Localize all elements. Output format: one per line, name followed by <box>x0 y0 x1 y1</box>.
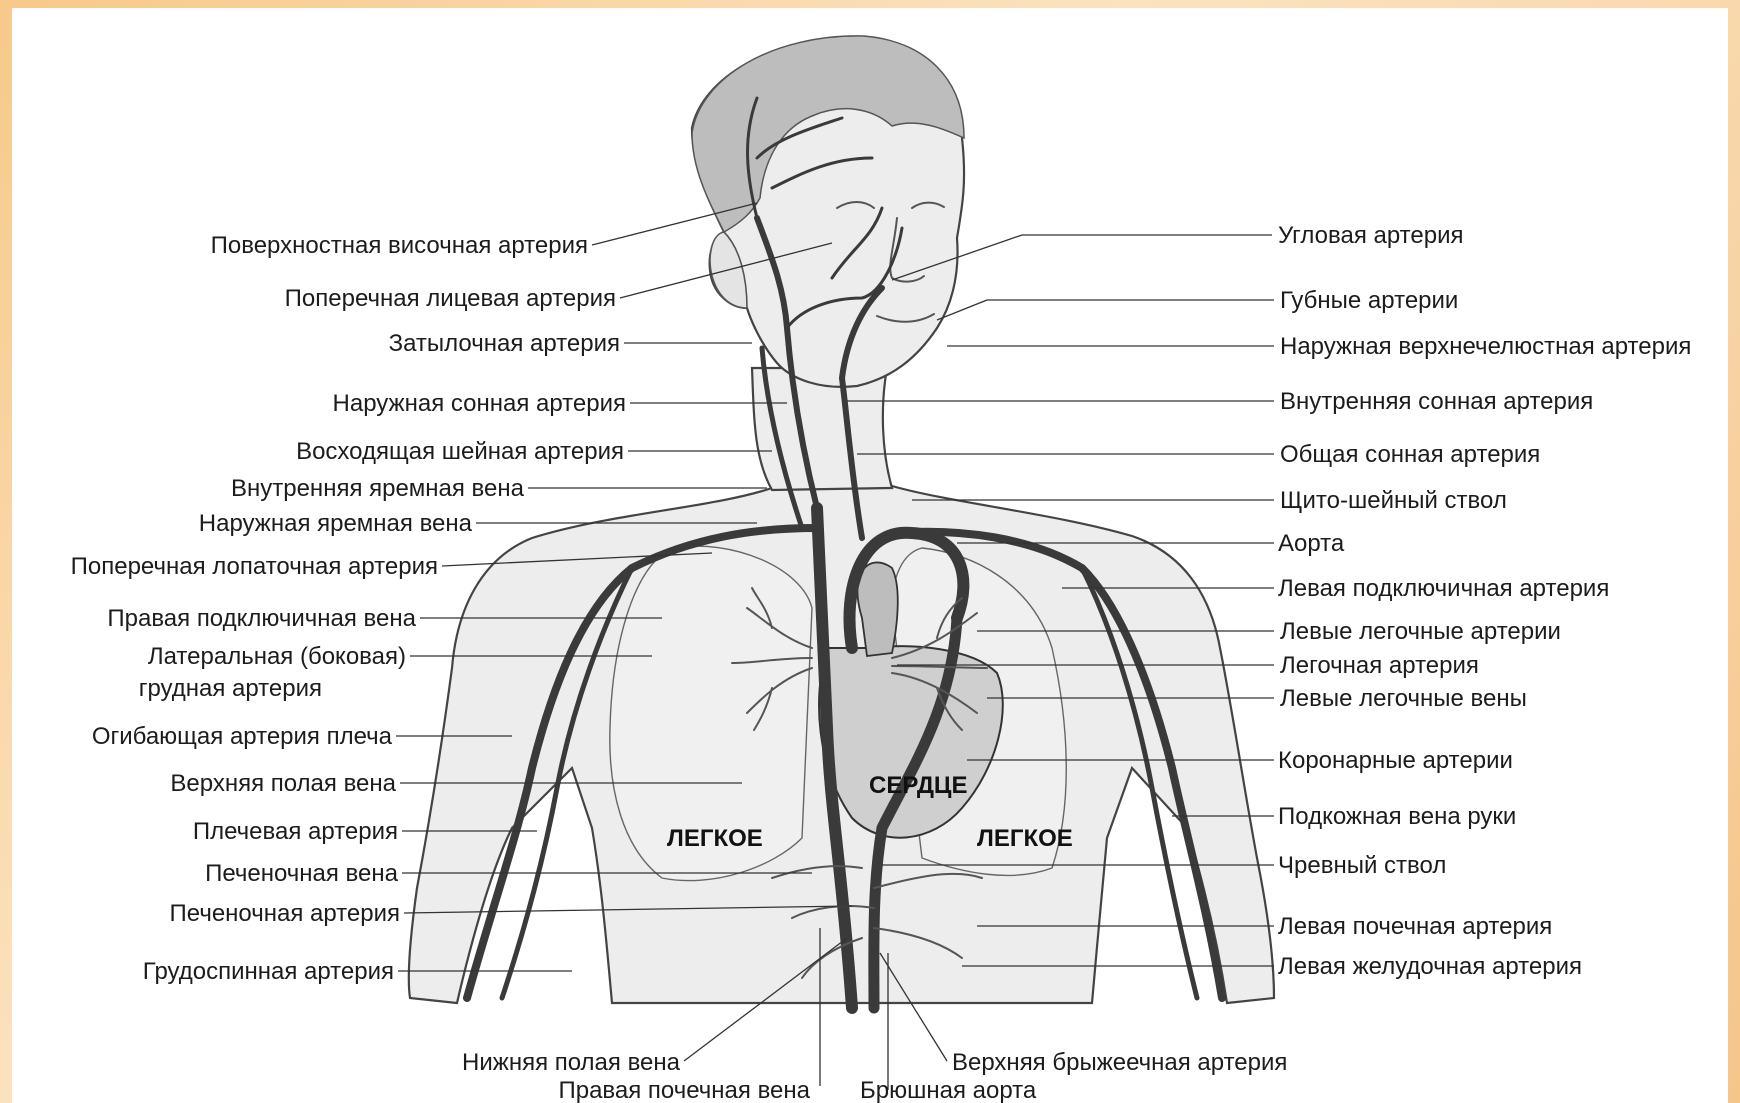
label-left-pulmonary-veins: Левые легочные вены <box>1280 685 1527 712</box>
label-angular-artery: Угловая артерия <box>1278 222 1464 249</box>
label-external-jugular-vein: Наружная яремная вена <box>199 510 473 537</box>
label-transverse-scapular-artery: Поперечная лопаточная артерия <box>71 553 438 580</box>
diagram-frame: СЕРДЦЕ ЛЕГКОЕ ЛЕГКОЕ Поверхностная височ… <box>12 8 1728 1103</box>
label-thyrocervical-trunk: Щито-шейный ствол <box>1280 487 1507 514</box>
label-superior-vena-cava: Верхняя полая вена <box>170 770 396 797</box>
label-brachial-artery: Плечевая артерия <box>193 818 398 845</box>
label-internal-jugular-vein: Внутренняя яремная вена <box>231 475 525 502</box>
organ-label-heart: СЕРДЦЕ <box>869 772 967 799</box>
label-pulmonary-artery: Легочная артерия <box>1280 652 1479 679</box>
label-coronary-arteries: Коронарные артерии <box>1278 747 1513 774</box>
label-occipital-artery: Затылочная артерия <box>389 330 620 357</box>
label-left-renal-artery: Левая почечная артерия <box>1278 913 1552 940</box>
label-left-gastric-artery: Левая желудочная артерия <box>1278 953 1582 980</box>
label-superior-mesenteric-artery: Верхняя брыжеечная артерия <box>952 1049 1287 1076</box>
label-common-carotid-artery: Общая сонная артерия <box>1280 441 1540 468</box>
label-hepatic-artery: Печеночная артерия <box>170 900 400 927</box>
label-inferior-vena-cava: Нижняя полая вена <box>462 1049 681 1076</box>
label-celiac-trunk: Чревный ствол <box>1278 852 1446 879</box>
label-left-pulmonary-arteries: Левые легочные артерии <box>1280 618 1561 645</box>
label-circumflex-humeral-artery: Огибающая артерия плеча <box>92 723 393 750</box>
label-abdominal-aorta: Брюшная аорта <box>860 1077 1037 1103</box>
label-right-subclavian-vein: Правая подключичная вена <box>107 605 416 632</box>
label-lateral-thoracic-line1: Латеральная (боковая) <box>148 643 406 670</box>
label-left-subclavian-artery: Левая подключичная артерия <box>1278 575 1609 602</box>
label-lateral-thoracic-line2: грудная артерия <box>139 675 322 702</box>
labels-bottom: Нижняя полая вена Правая почечная вена В… <box>462 1049 1287 1103</box>
label-external-carotid-artery: Наружная сонная артерия <box>333 390 626 417</box>
label-labial-arteries: Губные артерии <box>1280 287 1458 314</box>
organ-label-lung-left: ЛЕГКОЕ <box>977 825 1073 852</box>
label-internal-carotid-artery: Внутренняя сонная артерия <box>1280 388 1593 415</box>
labels-right: Угловая артерия Губные артерии Наружная … <box>1278 222 1691 980</box>
label-hepatic-vein: Печеночная вена <box>205 860 399 887</box>
label-cephalic-vein: Подкожная вена руки <box>1278 803 1516 830</box>
label-transverse-facial-artery: Поперечная лицевая артерия <box>285 285 616 312</box>
label-external-maxillary-artery: Наружная верхнечелюстная артерия <box>1280 333 1691 360</box>
label-superficial-temporal-artery: Поверхностная височная артерия <box>211 232 588 259</box>
organ-label-lung-right: ЛЕГКОЕ <box>667 825 763 852</box>
label-aorta: Аорта <box>1278 530 1345 557</box>
label-ascending-cervical-artery: Восходящая шейная артерия <box>296 438 624 465</box>
circulatory-system-diagram: СЕРДЦЕ ЛЕГКОЕ ЛЕГКОЕ Поверхностная височ… <box>12 8 1728 1103</box>
label-right-renal-vein: Правая почечная вена <box>558 1077 810 1103</box>
label-thoracodorsal-artery: Грудоспинная артерия <box>143 958 394 985</box>
